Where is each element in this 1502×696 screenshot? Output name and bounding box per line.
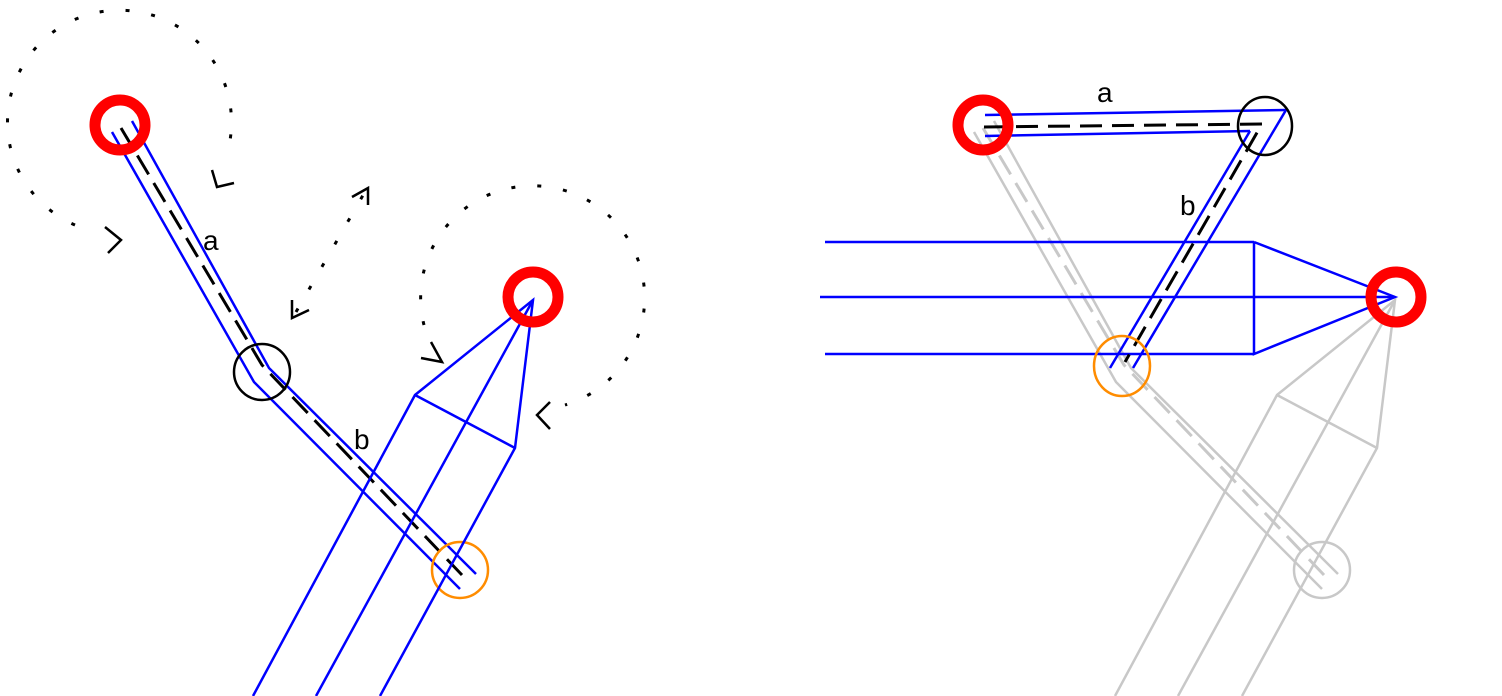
ghost-cone-axis bbox=[1176, 299, 1397, 696]
arrow-head-icon bbox=[210, 169, 235, 189]
end-effector bbox=[430, 540, 490, 600]
left-configuration: a b bbox=[6, 8, 647, 696]
arrow-head-icon bbox=[104, 226, 123, 254]
double-arrow-dotted bbox=[294, 189, 368, 313]
arm-centerline bbox=[119, 127, 464, 577]
ghost-end-effector bbox=[1292, 540, 1352, 600]
right-configuration: a b bbox=[820, 77, 1427, 398]
arm-centerline bbox=[983, 122, 1265, 363]
elbow-joint bbox=[232, 342, 292, 402]
arm-a-outline-lower bbox=[984, 129, 1251, 138]
ghost-arm-centerline bbox=[981, 127, 1326, 577]
ghost-cone-outline bbox=[1113, 297, 1397, 696]
arrow-head-icon bbox=[420, 341, 445, 364]
link-label-a: a bbox=[1097, 77, 1113, 108]
beam-cone bbox=[1252, 240, 1399, 356]
base-anchor bbox=[89, 94, 151, 156]
arm-b-outline-right bbox=[1131, 109, 1288, 369]
end-effector bbox=[1092, 334, 1152, 398]
arrow-head-icon bbox=[535, 401, 551, 430]
arm-outline-lower bbox=[110, 131, 461, 590]
ghost-configuration bbox=[972, 120, 1397, 696]
arm-outline-upper bbox=[130, 120, 477, 575]
rotation-arc-b bbox=[419, 184, 647, 407]
cone-outline bbox=[251, 297, 535, 696]
arrow-head-icon bbox=[351, 185, 370, 205]
cone-axis bbox=[314, 299, 535, 696]
elbow-joint bbox=[1236, 95, 1294, 157]
arrow-head-icon bbox=[290, 300, 310, 320]
link-label-b: b bbox=[354, 424, 370, 455]
base-anchor bbox=[952, 94, 1014, 156]
link-label-a: a bbox=[203, 225, 219, 256]
link-label-b: b bbox=[1180, 190, 1196, 221]
arm-b-outline-left bbox=[1108, 130, 1252, 369]
ghost-arm-outline-upper bbox=[992, 120, 1339, 575]
rotation-arc-a bbox=[6, 8, 233, 227]
target-anchor bbox=[1365, 266, 1427, 328]
ghost-arm-outline-lower bbox=[972, 131, 1323, 590]
target-anchor bbox=[502, 266, 564, 328]
arm-a-outline-upper bbox=[984, 108, 1287, 117]
